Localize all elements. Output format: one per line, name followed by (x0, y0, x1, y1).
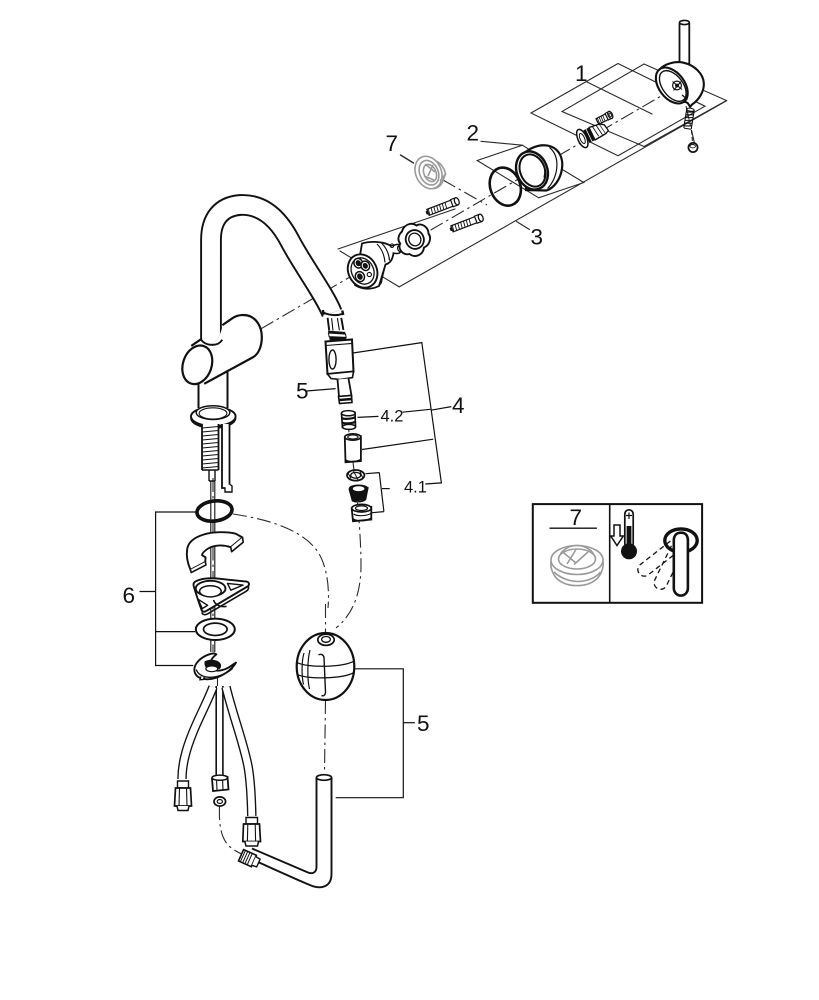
svg-text:7: 7 (386, 131, 399, 156)
svg-text:5: 5 (417, 711, 430, 736)
svg-text:4.1: 4.1 (404, 479, 427, 497)
svg-text:4.2: 4.2 (381, 408, 404, 426)
svg-text:5: 5 (296, 379, 309, 404)
svg-text:2: 2 (467, 121, 480, 146)
svg-text:1: 1 (575, 61, 588, 86)
svg-text:7: 7 (570, 505, 583, 530)
svg-text:6: 6 (123, 583, 136, 608)
svg-text:4: 4 (452, 393, 465, 418)
svg-text:3: 3 (531, 225, 544, 250)
